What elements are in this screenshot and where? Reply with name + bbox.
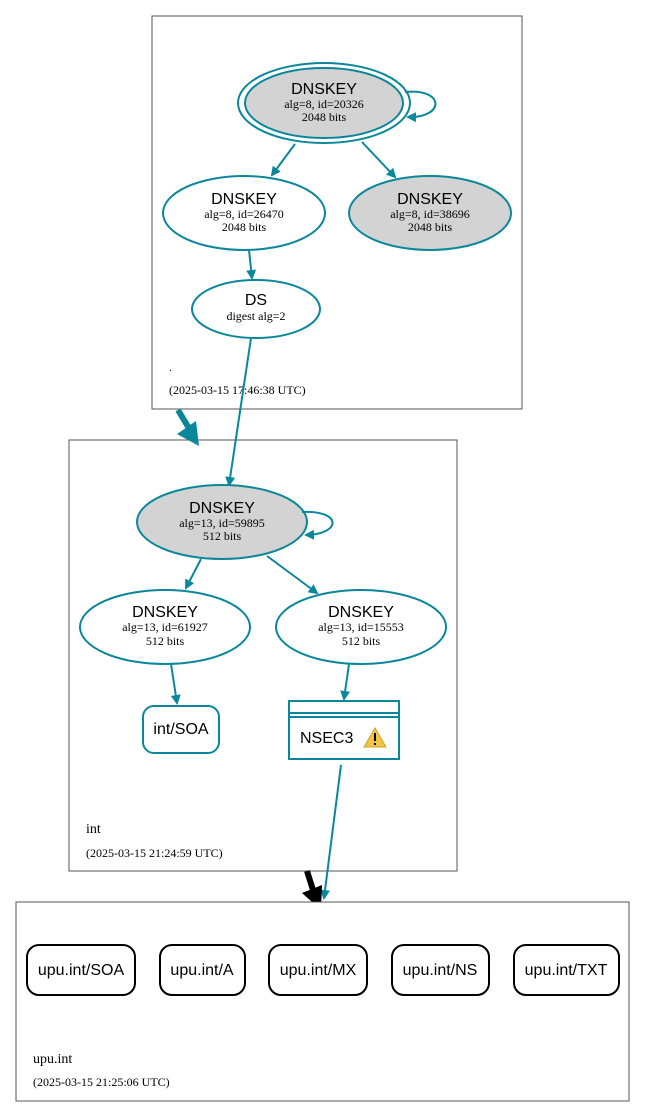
edge-int-ksk-zsk1 [185, 558, 202, 590]
edge-root-ksk-zsk [270, 143, 296, 177]
node-root-zsk[interactable]: DNSKEY alg=8, id=26470 2048 bits [162, 175, 326, 251]
node-int-zsk1-title: DNSKEY [132, 604, 198, 621]
node-root-zsk-line1: alg=8, id=26470 [204, 207, 284, 221]
node-int-ksk-line2: 512 bits [203, 529, 242, 543]
zone-int-timestamp: (2025-03-15 21:24:59 UTC) [86, 846, 223, 860]
node-ds[interactable]: DS digest alg=2 [191, 279, 321, 339]
node-root-ksk-line1: alg=8, id=20326 [284, 97, 364, 111]
edge-nsec3-upu [320, 764, 342, 900]
node-ds-title: DS [245, 292, 267, 309]
node-nsec3[interactable]: NSEC3 [288, 700, 400, 760]
node-root-other-line1: alg=8, id=38696 [390, 207, 470, 221]
edge-ds-int-ksk [225, 337, 252, 487]
node-root-other-title: DNSKEY [397, 191, 463, 208]
zone-root-name: . [169, 360, 172, 374]
record-upu-soa-label: upu.int/SOA [38, 962, 125, 979]
node-root-ksk-line2: 2048 bits [302, 110, 347, 124]
record-upu-mx-label: upu.int/MX [280, 962, 357, 979]
edge-delegation-int-upu [304, 870, 316, 891]
record-upu-txt-label: upu.int/TXT [525, 962, 608, 979]
node-int-zsk1-line1: alg=13, id=61927 [122, 620, 208, 634]
edge-root-zsk-ds [246, 249, 257, 280]
node-root-other[interactable]: DNSKEY alg=8, id=38696 2048 bits [348, 175, 512, 251]
record-upu-ns-label: upu.int/NS [403, 962, 478, 979]
node-root-ksk-title: DNSKEY [291, 81, 357, 98]
edge-int-ksk-self [301, 510, 334, 540]
node-int-zsk1[interactable]: DNSKEY alg=13, id=61927 512 bits [79, 589, 251, 665]
node-int-zsk2[interactable]: DNSKEY alg=13, id=15553 512 bits [275, 589, 447, 665]
node-ds-line1: digest alg=2 [226, 309, 285, 323]
node-nsec3-label: NSEC3 [300, 730, 353, 747]
node-int-ksk-title: DNSKEY [189, 500, 255, 517]
record-upu-a-label: upu.int/A [170, 962, 233, 979]
record-upu-a[interactable]: upu.int/A [159, 944, 246, 996]
record-upu-mx[interactable]: upu.int/MX [268, 944, 368, 996]
record-upu-ns[interactable]: upu.int/NS [391, 944, 490, 996]
node-int-zsk2-title: DNSKEY [328, 604, 394, 621]
node-root-other-line2: 2048 bits [408, 220, 453, 234]
edge-delegation-root-int-head [177, 421, 199, 446]
node-int-soa-label: int/SOA [153, 721, 208, 738]
node-int-zsk2-line2: 512 bits [342, 634, 381, 648]
warning-icon [363, 727, 387, 748]
record-upu-txt[interactable]: upu.int/TXT [513, 944, 620, 996]
node-root-zsk-line2: 2048 bits [222, 220, 267, 234]
node-int-soa[interactable]: int/SOA [142, 705, 220, 754]
zone-upu-name: upu.int [33, 1052, 72, 1067]
zone-root-timestamp: (2025-03-15 17:46:38 UTC) [169, 383, 306, 397]
node-int-ksk[interactable]: DNSKEY alg=13, id=59895 512 bits [136, 484, 308, 560]
edge-int-ksk-zsk2 [266, 555, 319, 595]
node-root-zsk-title: DNSKEY [211, 191, 277, 208]
edge-int-zsk2-nsec3 [340, 663, 351, 701]
node-int-zsk1-line2: 512 bits [146, 634, 185, 648]
node-int-zsk2-line1: alg=13, id=15553 [318, 620, 404, 634]
zone-upu-box [15, 901, 630, 1102]
zone-upu-timestamp: (2025-03-15 21:25:06 UTC) [33, 1075, 170, 1089]
edge-root-ksk-other [361, 141, 397, 179]
edge-root-ksk-self [404, 90, 437, 123]
record-upu-soa[interactable]: upu.int/SOA [26, 944, 136, 996]
edge-int-zsk1-soa [170, 663, 181, 705]
zone-int-name: int [86, 822, 101, 837]
node-root-ksk[interactable]: DNSKEY alg=8, id=20326 2048 bits [237, 62, 411, 144]
node-int-ksk-line1: alg=13, id=59895 [179, 516, 265, 530]
